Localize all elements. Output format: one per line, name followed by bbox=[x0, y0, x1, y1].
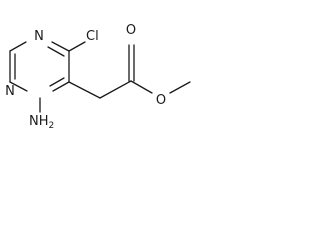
bond-carbonyl-o-single bbox=[130, 80, 153, 94]
bond-n3-c4-inner bbox=[47, 46, 65, 57]
atom-label-n-top: N bbox=[34, 29, 44, 44]
bond-o-methyl bbox=[169, 81, 191, 94]
atom-label-nh2: NH2 bbox=[29, 114, 54, 131]
atom-label-o-single: O bbox=[156, 93, 166, 108]
atom-label-cl: Cl bbox=[86, 29, 99, 44]
atom-label-nh2-subscript: 2 bbox=[49, 121, 55, 131]
bond-c6-n1 bbox=[9, 81, 28, 92]
bond-c5-ch2 bbox=[68, 81, 101, 99]
atom-label-o-double: O bbox=[126, 23, 136, 38]
bond-ch2-carbonyl bbox=[99, 80, 132, 99]
pyrimidine-ester-structure: N N N Cl O O NH2 bbox=[9, 23, 191, 131]
bond-n3-c4 bbox=[51, 41, 70, 52]
bond-c2-n3 bbox=[9, 41, 27, 52]
bond-c5-c6-inner bbox=[49, 77, 65, 87]
bond-c4-cl bbox=[68, 41, 86, 52]
bond-c5-c6 bbox=[52, 81, 70, 92]
atom-label-nh: NH bbox=[29, 114, 49, 129]
pyrimidine-ring bbox=[9, 41, 70, 92]
